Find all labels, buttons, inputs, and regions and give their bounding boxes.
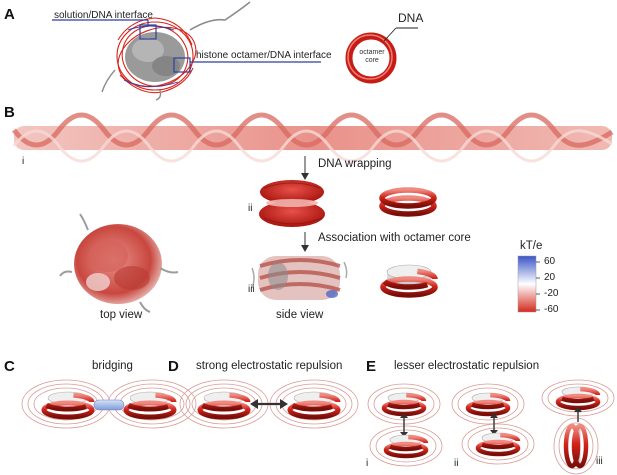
association-arrow [301, 232, 309, 252]
nucleosome-side-view-surface [251, 256, 348, 300]
step-ii-label: ii [248, 203, 253, 214]
nucleosome-top-view-surface [59, 213, 179, 313]
dna-coil-schematic-ii [379, 187, 437, 217]
dna-label: DNA [398, 11, 424, 25]
lesser-repulsion-stack-ii [451, 383, 535, 465]
octamer-core-label-line2: core [365, 57, 379, 64]
step-i-label: i [22, 156, 25, 167]
strong-repulsion-title: strong electrostatic repulsion [196, 360, 343, 372]
bridging-title: bridging [92, 360, 133, 372]
linear-dna-helix [12, 112, 614, 163]
lesser-repulsion-stack-iii [541, 379, 615, 475]
solution-dna-interface-label: solution/DNA interface [54, 10, 153, 21]
octamer-core-label: octamer core [357, 49, 387, 65]
side-view-label: side view [276, 309, 324, 321]
colorbar-tick-neg20: -20 [544, 288, 559, 299]
strong-repulsion-nucleosome-pair [179, 379, 359, 429]
colorbar-tick-60: 60 [544, 256, 556, 267]
electrostatic-colorbar [517, 255, 540, 313]
dna-wrapping-label: DNA wrapping [318, 158, 392, 170]
panel-e-letter: E [366, 358, 377, 375]
nucleosome-schematic-iii [380, 264, 438, 298]
colorbar-title: kT/e [520, 240, 543, 252]
lesser-repulsion-ii-label: ii [454, 458, 459, 469]
lesser-repulsion-stack-i [367, 383, 443, 467]
histone-octamer-dna-interface-label: histone octamer/DNA interface [196, 50, 332, 61]
octamer-core-label-line1: octamer [359, 49, 385, 56]
lesser-repulsion-iii-label: iii [596, 456, 603, 467]
panel-d-letter: D [168, 358, 179, 375]
nucleosome-structure-illustration [52, 1, 321, 101]
panel-b-letter: B [4, 104, 15, 121]
lesser-repulsion-i-label: i [366, 458, 369, 469]
colorbar-tick-20: 20 [544, 272, 556, 283]
wrapping-arrow [301, 156, 309, 180]
top-view-label: top view [100, 309, 143, 321]
panel-c-letter: C [4, 358, 15, 375]
lesser-repulsion-title: lesser electrostatic repulsion [394, 360, 540, 372]
panel-a-letter: A [4, 6, 15, 23]
association-octamer-label: Association with octamer core [318, 232, 471, 244]
bridging-nucleosome-pair [21, 379, 197, 429]
wrapped-dna-surface [259, 180, 325, 227]
step-iii-label: iii [248, 284, 255, 295]
colorbar-tick-neg60: -60 [544, 304, 559, 315]
dna-ring-schematic [345, 27, 418, 84]
